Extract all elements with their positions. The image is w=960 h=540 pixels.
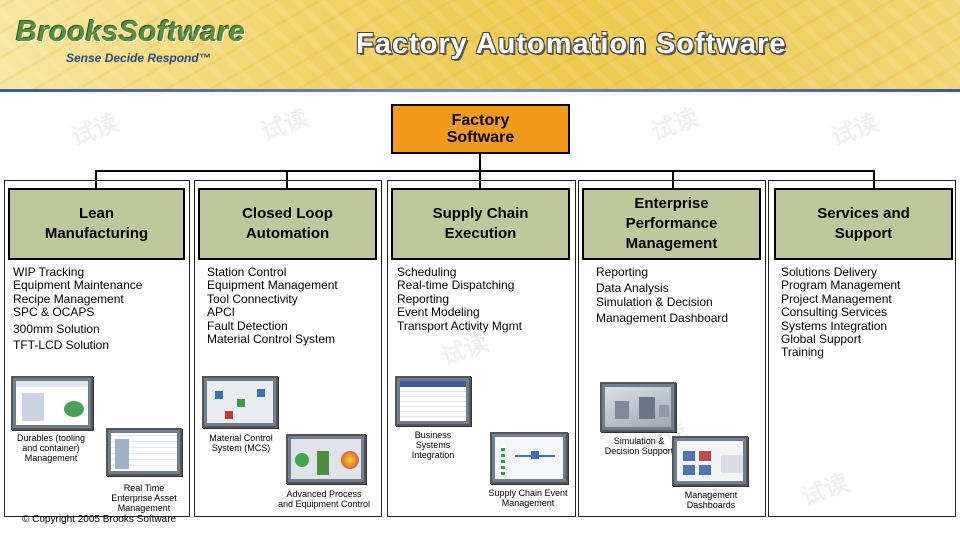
node-closed-loop-automation: Closed Loop Automation <box>198 188 377 260</box>
column-lean-manufacturing <box>4 180 190 517</box>
screenshot-dashboards <box>672 436 748 486</box>
header-pattern <box>0 0 960 90</box>
node-services-and-support: Services and Support <box>774 188 953 260</box>
column-supply-chain-execution <box>387 180 576 517</box>
list-item: Recipe Management <box>13 291 124 306</box>
caption-supply-chain-event: Supply Chain Event Management <box>488 488 568 508</box>
brand-logo: BrooksSoftware <box>16 16 246 48</box>
header-banner: BrooksSoftware Sense Decide Respond™ Fac… <box>0 0 960 90</box>
list-item: Equipment Maintenance <box>13 278 143 293</box>
list-item: Material Control System <box>207 332 336 347</box>
list-item: Reporting <box>397 291 450 306</box>
supply-chain-execution-list: Scheduling Real-time Dispatching Reporti… <box>397 265 522 333</box>
list-item: SPC & OCAPS <box>13 305 95 320</box>
screenshot-apc <box>286 434 366 484</box>
screenshot-simulation <box>600 382 676 432</box>
list-item: TFT-LCD Solution <box>13 338 110 353</box>
list-item: Transport Activity Mgmt <box>397 318 522 333</box>
node-lean-manufacturing: Lean Manufacturing <box>8 188 185 260</box>
node-enterprise-performance-management: Enterprise Performance Management <box>582 188 761 260</box>
copyright-text: © Copyright 2005 Brooks Software <box>22 514 177 525</box>
connector-closed-loop <box>286 170 288 189</box>
watermark: 试读 <box>827 109 883 152</box>
watermark: 试读 <box>67 109 123 152</box>
list-item: Project Management <box>781 291 892 306</box>
closed-loop-automation-list: Station Control Equipment Management Too… <box>207 265 338 347</box>
caption-durables: Durables (tooling and container) Managem… <box>16 433 86 463</box>
list-item: Station Control <box>207 265 287 279</box>
list-item: Consulting Services <box>781 305 888 320</box>
list-item: Global Support <box>781 332 862 347</box>
screenshot-supply-chain-event <box>490 432 568 484</box>
lean-manufacturing-list: WIP Tracking Equipment Maintenance Recip… <box>13 265 143 353</box>
list-item: Management Dashboard <box>596 311 729 326</box>
list-item: Real-time Dispatching <box>397 278 515 293</box>
root-node-factory-software: Factory Software <box>391 104 570 154</box>
connector-services <box>873 170 875 189</box>
caption-asset-management: Real Time Enterprise Asset Management <box>111 483 177 513</box>
node-supply-chain-execution: Supply Chain Execution <box>391 188 570 260</box>
brand-tagline: Sense Decide Respond™ <box>66 51 211 65</box>
screenshot-asset-management <box>106 428 182 476</box>
list-item: Solutions Delivery <box>781 265 878 279</box>
caption-business-systems: Business Systems Integration <box>411 430 455 460</box>
watermark: 试读 <box>647 104 703 147</box>
list-item: Fault Detection <box>207 318 288 333</box>
watermark: 试读 <box>257 104 313 147</box>
list-item: Scheduling <box>397 265 457 279</box>
list-item: Equipment Management <box>207 278 338 293</box>
connector-supply-chain <box>479 170 481 189</box>
list-item: WIP Tracking <box>13 265 85 279</box>
screenshot-durables <box>11 376 93 430</box>
list-item: Simulation & Decision <box>596 294 713 309</box>
caption-mcs: Material Control System (MCS) <box>209 433 273 453</box>
enterprise-performance-list: Reporting Data Analysis Simulation & Dec… <box>596 265 729 326</box>
column-closed-loop-automation <box>194 180 382 517</box>
list-item: Tool Connectivity <box>207 291 298 306</box>
screenshot-business-systems <box>395 376 471 426</box>
connector-enterprise <box>672 170 674 189</box>
list-item: Program Management <box>781 278 901 293</box>
column-enterprise-performance-management <box>578 180 766 517</box>
list-item: Data Analysis <box>596 281 669 296</box>
header-divider <box>0 89 960 92</box>
connector-root-down <box>479 154 481 171</box>
list-item: 300mm Solution <box>13 321 100 336</box>
list-item: Event Modeling <box>397 305 480 320</box>
screenshot-mcs <box>202 376 278 428</box>
caption-simulation: Simulation & Decision Support <box>604 436 674 456</box>
list-item: Reporting <box>596 265 649 279</box>
caption-apc: Advanced Process and Equipment Control <box>277 489 371 509</box>
list-item: Systems Integration <box>781 318 888 333</box>
connector-horizontal <box>95 170 874 172</box>
page-title: Factory Automation Software <box>356 28 787 60</box>
connector-lean <box>95 170 97 189</box>
services-and-support-list: Solutions Delivery Program Management Pr… <box>781 265 901 360</box>
list-item: Training <box>781 345 824 360</box>
column-services-and-support <box>768 180 956 517</box>
caption-dashboards: Management Dashboards <box>684 490 738 510</box>
list-item: APCI <box>207 305 236 320</box>
